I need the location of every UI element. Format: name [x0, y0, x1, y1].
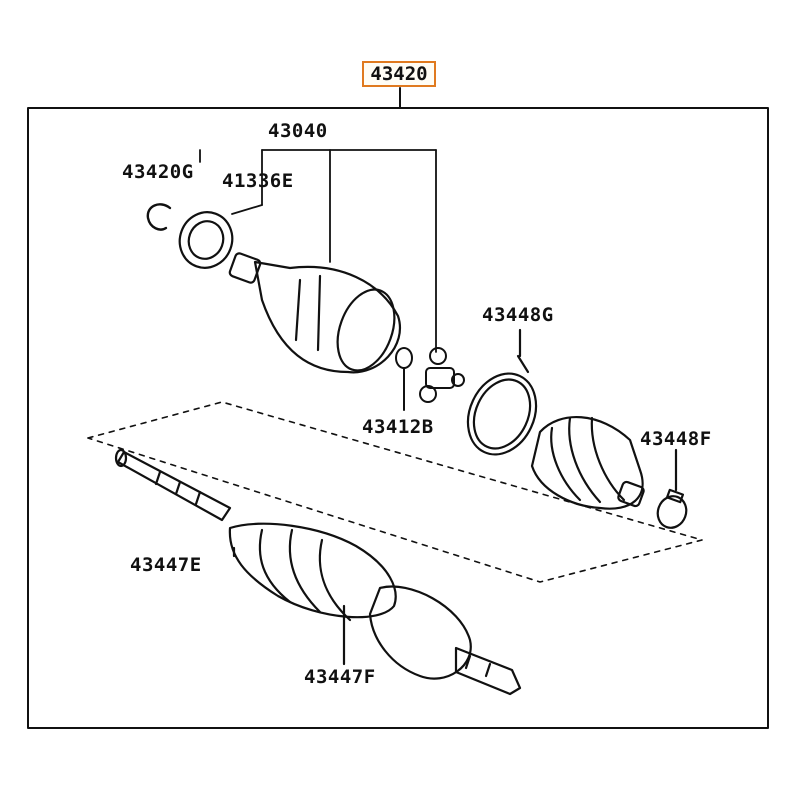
assembly-frame — [27, 107, 769, 729]
label-tripod-ring[interactable]: 43412B — [362, 416, 434, 438]
inboard-joint-leaders — [199, 149, 437, 353]
snap-ring-shape — [146, 203, 172, 231]
drive-shaft-shape — [114, 448, 232, 522]
shaft-group-outline — [87, 401, 703, 583]
label-snap-ring[interactable]: 43420G — [122, 161, 194, 183]
outer-joint-shape — [228, 522, 522, 696]
label-boot-clamp-small[interactable]: 43448F — [640, 428, 712, 450]
label-outer-clamp[interactable]: 43447E — [130, 554, 202, 576]
inboard-joint-shape — [228, 252, 401, 374]
label-dust-seal[interactable]: 41336E — [222, 170, 294, 192]
main-part-number[interactable]: 43420 — [362, 61, 436, 87]
label-inboard-joint[interactable]: 43040 — [268, 120, 328, 142]
small-clamp-shape — [656, 488, 688, 529]
label-outer-boot[interactable]: 43447F — [304, 666, 376, 688]
dust-seal-shape — [178, 211, 234, 269]
inner-boot-shape — [530, 415, 678, 510]
label-boot-clamp-large[interactable]: 43448G — [482, 304, 554, 326]
tripod-shape — [395, 347, 465, 411]
large-clamp-shape — [466, 328, 538, 456]
